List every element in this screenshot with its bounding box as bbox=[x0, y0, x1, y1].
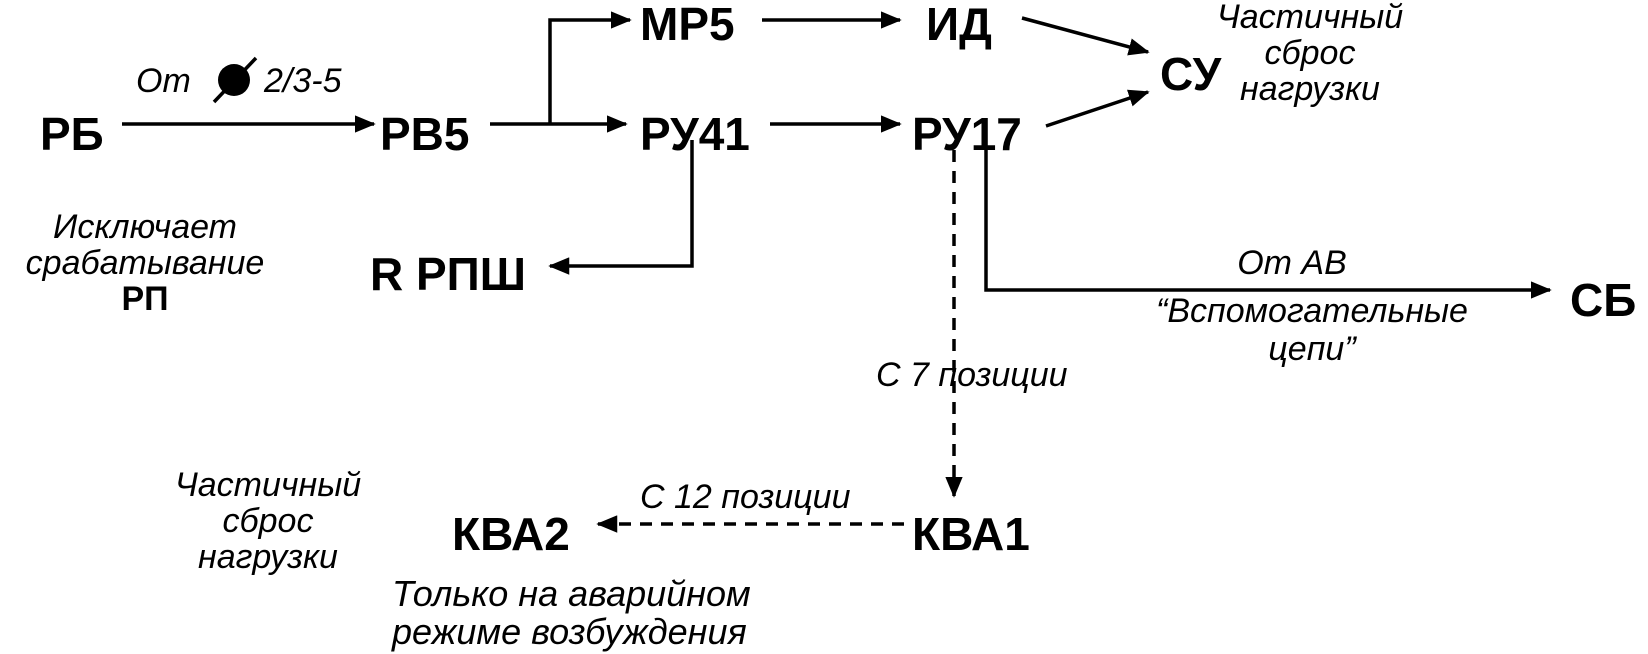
kva2-note-line-3: нагрузки bbox=[198, 538, 338, 576]
node-rb: РБ bbox=[40, 108, 104, 160]
node-su: СУ bbox=[1160, 48, 1223, 100]
su-note-line-3: нагрузки bbox=[1240, 70, 1380, 108]
aux-circuits-line-1: “Вспомогательные bbox=[1156, 292, 1468, 330]
diameter-icon bbox=[212, 56, 258, 104]
label-from-ab: От АВ bbox=[1237, 244, 1347, 282]
node-id: ИД bbox=[926, 0, 992, 50]
emergency-note: Только на аварийном режиме возбуждения bbox=[391, 573, 751, 652]
aux-circuits-note: “Вспомогательные цепи” bbox=[1156, 292, 1468, 368]
node-r-rpsh: R РПШ bbox=[370, 248, 526, 300]
aux-circuits-line-2: цепи” bbox=[1268, 330, 1357, 368]
label-from-pos7: С 7 позиции bbox=[876, 356, 1068, 394]
emergency-note-line-2: режиме возбуждения bbox=[391, 611, 747, 652]
kva2-note-line-2: сброс bbox=[223, 502, 314, 540]
kva2-note-line-1: Частичный bbox=[175, 466, 361, 504]
node-ru17: РУ17 bbox=[912, 108, 1022, 160]
label-from-pos12: С 12 позиции bbox=[640, 478, 851, 516]
node-kva2: КВА2 bbox=[452, 508, 570, 560]
label-rb-rv5-from: От bbox=[136, 62, 191, 100]
node-ru41: РУ41 bbox=[640, 108, 750, 160]
node-mp5: МР5 bbox=[640, 0, 735, 50]
label-rb-rv5-range: 2/3-5 bbox=[263, 62, 342, 100]
edge-ru17-su bbox=[1045, 89, 1150, 128]
edge-rv5-mp5 bbox=[548, 11, 632, 124]
node-kva1: КВА1 bbox=[912, 508, 1030, 560]
rb-note: Исключает срабатывание РП bbox=[26, 208, 265, 318]
node-rv5: РВ5 bbox=[380, 108, 469, 160]
rb-note-line-2: срабатывание bbox=[26, 244, 265, 282]
su-note-line-2: сброс bbox=[1265, 34, 1356, 72]
emergency-note-line-1: Только на аварийном bbox=[392, 573, 751, 614]
edge-ru41-rrpsh bbox=[548, 140, 694, 275]
kva2-note: Частичный сброс нагрузки bbox=[175, 466, 361, 576]
rb-note-line-3: РП bbox=[121, 280, 168, 318]
edge-ru17-sb bbox=[984, 150, 1552, 299]
su-note-line-1: Частичный bbox=[1217, 0, 1403, 36]
su-note: Частичный сброс нагрузки bbox=[1217, 0, 1403, 108]
node-sb: СБ bbox=[1570, 274, 1636, 326]
edge-id-su bbox=[1021, 16, 1150, 56]
rb-note-line-1: Исключает bbox=[53, 208, 237, 246]
